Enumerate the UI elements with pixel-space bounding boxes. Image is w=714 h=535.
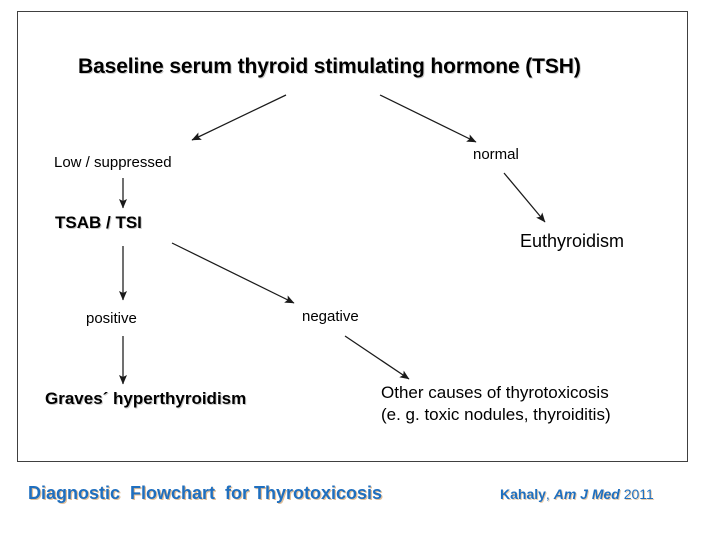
node-euthyroidism: Euthyroidism: [520, 231, 625, 251]
footer-citation: Kahaly, Am J Med 2011: [500, 486, 654, 502]
citation-year: 2011: [619, 486, 654, 502]
node-graves-hyperthyroidism: Graves´ hyperthyroidism: [45, 389, 247, 408]
node-other-causes-line2: (e. g. toxic nodules, thyroiditis): [381, 405, 611, 424]
node-positive: positive: [86, 310, 137, 327]
node-tsab-tsi: TSAB / TSI: [55, 213, 142, 232]
diagram-frame: [17, 11, 688, 462]
citation-journal: Am J Med: [553, 486, 620, 502]
node-negative: negative: [302, 308, 359, 325]
node-tsh-title: Baseline serum thyroid stimulating hormo…: [78, 55, 581, 78]
node-normal: normal: [473, 146, 519, 163]
node-low-suppressed: Low / suppressed: [54, 154, 172, 171]
node-other-causes-line1: Other causes of thyrotoxicosis: [381, 383, 609, 402]
footer-title: Diagnostic Flowchart for Thyrotoxicosis: [28, 483, 383, 503]
citation-author: Kahaly: [500, 486, 546, 502]
citation-separator: ,: [545, 486, 554, 502]
